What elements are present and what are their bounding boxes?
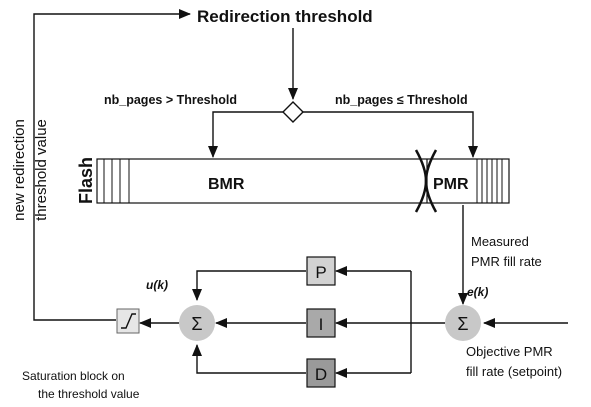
condition-right-label: nb_pages ≤ Threshold: [335, 93, 468, 107]
p-block-label: P: [315, 263, 326, 282]
branch-to-bmr-arrow: [208, 111, 283, 158]
d-block-label: D: [315, 365, 327, 384]
redirection-threshold-label: Redirection threshold: [197, 7, 373, 26]
saturation-icon: [121, 313, 136, 329]
bmr-label: BMR: [208, 176, 245, 193]
decision-diamond: [282, 101, 304, 123]
control-sum-symbol: Σ: [191, 314, 202, 334]
i-block-label: I: [319, 315, 324, 334]
side-label-line2: threshold value: [33, 119, 50, 221]
error-summing-node: [445, 305, 481, 341]
measured-label-line1: Measured: [471, 234, 529, 249]
saturation-block: [116, 308, 140, 334]
saturation-label-line2: the threshold value: [38, 387, 140, 401]
boundary-marker: [414, 149, 438, 213]
measured-label-line2: PMR fill rate: [471, 254, 542, 269]
control-summing-node: [179, 305, 215, 341]
p-to-sum-arrow: [192, 270, 306, 301]
condition-left-label: nb_pages > Threshold: [104, 93, 237, 107]
error-sum-symbol: Σ: [457, 314, 468, 334]
pmr-label: PMR: [433, 176, 469, 193]
feedback-loop-line: [33, 9, 191, 321]
flash-memory-bar: [96, 158, 510, 204]
branch-to-pmr-arrow: [303, 111, 478, 158]
d-block: [306, 358, 336, 388]
flash-label: Flash: [76, 157, 96, 204]
saturation-label-line1: Saturation block on: [22, 369, 125, 383]
d-to-sum-arrow: [192, 344, 306, 374]
uk-label: u(k): [146, 278, 168, 292]
objective-label-line1: Objective PMR: [466, 344, 553, 359]
objective-label-line2: fill rate (setpoint): [466, 364, 562, 379]
ek-label: e(k): [467, 285, 488, 299]
i-block: [306, 308, 336, 338]
p-block: [306, 256, 336, 286]
side-label-line1: new redirection: [11, 119, 28, 221]
